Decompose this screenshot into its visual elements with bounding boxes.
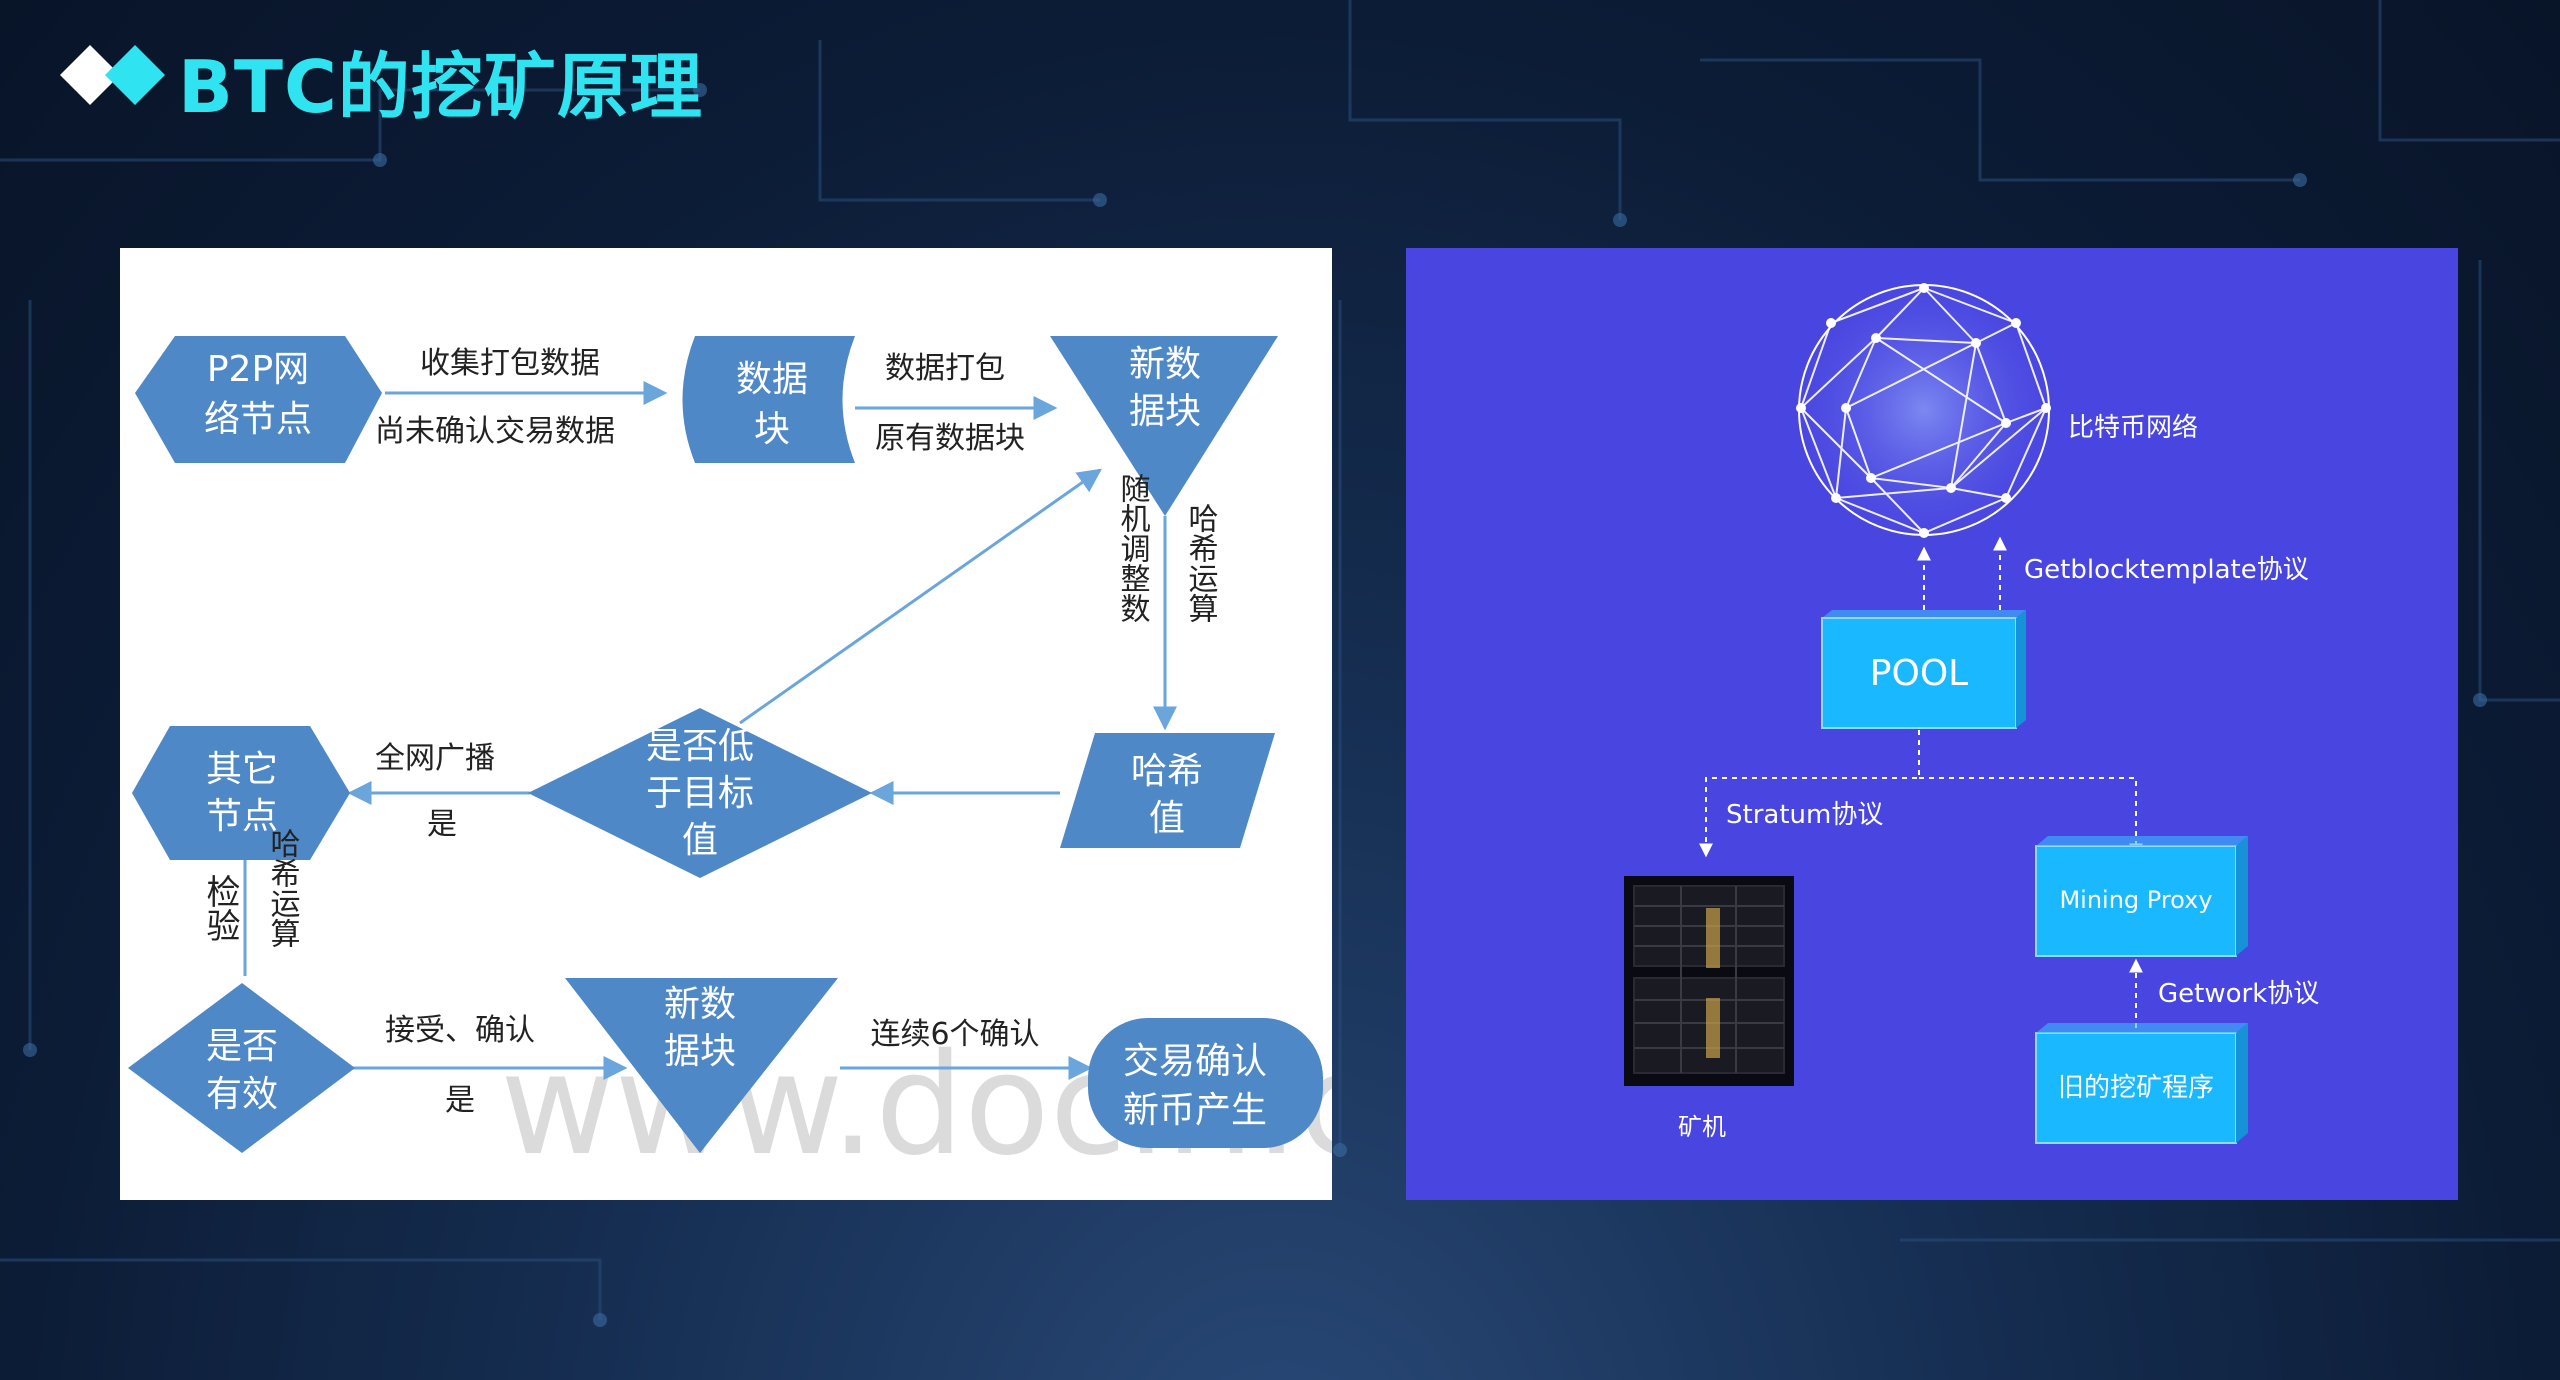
pack-label: 数据打包 bbox=[885, 351, 1005, 386]
new-block-bottom-line1: 新数 bbox=[664, 984, 736, 1025]
is-valid-line2: 有效 bbox=[206, 1074, 278, 1115]
title-bar: BTC的挖矿原理 bbox=[60, 30, 703, 130]
yes-label-2: 是 bbox=[445, 1083, 475, 1118]
accept-label: 接受、确认 bbox=[385, 1013, 535, 1048]
miner-hardware-icon bbox=[1624, 876, 1794, 1086]
tx-confirm-shape: 交易确认 新币产生 bbox=[1088, 1018, 1323, 1148]
mining-flowchart: www.docin.c P2P网 络节点 收集打包数据 尚未确认交易数据 数据 … bbox=[128, 336, 1376, 1187]
hash-value-line1: 哈希 bbox=[1131, 751, 1203, 792]
diamond-bullet-icon bbox=[60, 45, 165, 105]
below-target-line3: 值 bbox=[682, 820, 718, 861]
p2p-node-line2: 络节点 bbox=[204, 399, 312, 440]
is-valid-line1: 是否 bbox=[206, 1026, 278, 1067]
mining-architecture-diagram: 比特币网络 Getblocktemplate协议 POOL Stratum协议 bbox=[1624, 260, 2319, 1144]
broadcast-label: 全网广播 bbox=[375, 741, 495, 776]
datablock-line1: 数据 bbox=[736, 359, 808, 400]
is-valid-decision-shape: 是否 有效 bbox=[128, 983, 355, 1153]
hash-op-label: 哈希运算 bbox=[1183, 503, 1218, 623]
p2p-node-line1: P2P网 bbox=[207, 349, 309, 390]
mining-architecture-panel: 比特币网络 Getblocktemplate协议 POOL Stratum协议 bbox=[1406, 248, 2458, 1200]
legacy-label: 旧的挖矿程序 bbox=[2058, 1073, 2214, 1103]
six-confirm-label: 连续6个确认 bbox=[870, 1017, 1039, 1052]
legacy-program-box-icon bbox=[2035, 1023, 2248, 1144]
unconfirmed-label: 尚未确认交易数据 bbox=[375, 414, 615, 449]
stratum-label: Stratum协议 bbox=[1726, 800, 1883, 830]
verify-label: 检验 bbox=[200, 874, 240, 942]
other-nodes-line1: 其它 bbox=[206, 749, 278, 790]
new-block-top-line1: 新数 bbox=[1129, 344, 1201, 385]
new-block-top-shape: 新数 据块 bbox=[1050, 336, 1278, 516]
page-title: BTC的挖矿原理 bbox=[178, 44, 703, 129]
new-block-bottom-line2: 据块 bbox=[664, 1031, 736, 1072]
p2p-node-shape: P2P网 络节点 bbox=[135, 336, 382, 463]
collect-label: 收集打包数据 bbox=[420, 346, 600, 381]
below-target-line1: 是否低 bbox=[646, 726, 754, 767]
bitcoin-network-globe-icon bbox=[1774, 260, 2074, 560]
proxy-label: Mining Proxy bbox=[2059, 886, 2212, 914]
pool-box-icon bbox=[1821, 610, 2026, 729]
getwork-label: Getwork协议 bbox=[2158, 979, 2319, 1009]
tx-confirm-line2: 新币产生 bbox=[1123, 1090, 1267, 1131]
network-label: 比特币网络 bbox=[2068, 413, 2198, 443]
random-adjust-label: 随机调整数 bbox=[1115, 473, 1151, 623]
yes-label-1: 是 bbox=[427, 807, 457, 842]
miner-label: 矿机 bbox=[1678, 1113, 1726, 1141]
hash-op-label-2: 哈希运算 bbox=[265, 828, 300, 948]
orig-label: 原有数据块 bbox=[875, 421, 1025, 456]
hash-value-line2: 值 bbox=[1149, 798, 1185, 839]
pool-label: POOL bbox=[1870, 653, 1968, 694]
mining-flowchart-panel: www.docin.c P2P网 络节点 收集打包数据 尚未确认交易数据 数据 … bbox=[120, 248, 1376, 1200]
below-target-line2: 于目标 bbox=[646, 773, 754, 814]
datablock-shape: 数据 块 bbox=[682, 336, 855, 463]
below-target-decision-shape: 是否低 于目标 值 bbox=[528, 708, 872, 878]
getblocktemplate-label: Getblocktemplate协议 bbox=[2024, 555, 2309, 585]
hash-value-shape: 哈希 值 bbox=[1060, 733, 1275, 848]
other-nodes-line2: 节点 bbox=[206, 796, 278, 837]
other-nodes-shape: 其它 节点 bbox=[132, 726, 350, 860]
new-block-bottom-shape: 新数 据块 bbox=[565, 978, 838, 1153]
branch-pool-to-miner bbox=[1699, 730, 1920, 858]
branch-pool-to-proxy bbox=[1919, 777, 2143, 858]
arrow-target-to-newblock bbox=[739, 468, 1102, 725]
new-block-top-line2: 据块 bbox=[1129, 391, 1201, 432]
tx-confirm-line1: 交易确认 bbox=[1123, 1041, 1267, 1082]
mining-proxy-box-icon bbox=[2035, 836, 2248, 957]
datablock-line2: 块 bbox=[754, 409, 790, 450]
